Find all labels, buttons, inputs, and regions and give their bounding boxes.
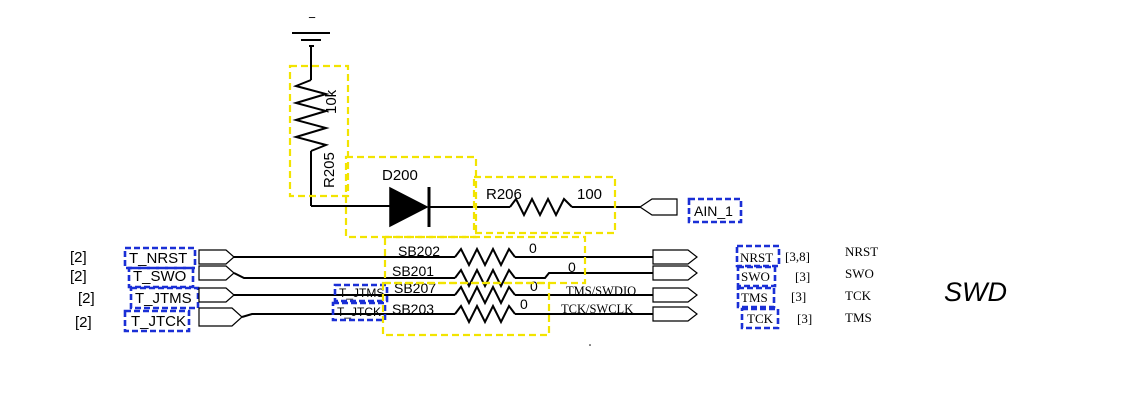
right-port-label-3: TMS xyxy=(741,290,768,305)
highlight-t-swo xyxy=(127,266,195,289)
right-port-shapes xyxy=(652,249,698,322)
left-ref-3: [2] xyxy=(78,290,95,307)
highlight-tck xyxy=(740,307,780,330)
solder-bridge-sb201: SB201 0 xyxy=(392,259,653,289)
left-ref-4: [2] xyxy=(75,314,92,331)
left-port-label-2: T_SWO xyxy=(133,268,186,285)
port-ain-1: AIN_1 xyxy=(638,198,733,219)
ground-label: − xyxy=(308,10,316,25)
net-label-swdio: TMS/SWDIO xyxy=(566,284,636,298)
highlight-mid-jtms xyxy=(333,283,389,303)
solder-bridge-sb203: SB203 0 xyxy=(392,296,653,325)
highlight-mid-jtck xyxy=(331,301,387,322)
right-ref-3: [3] xyxy=(791,289,806,304)
sb202-value: 0 xyxy=(529,240,537,256)
sb207-value: 0 xyxy=(530,278,538,294)
right-port-label-1: NRST xyxy=(740,250,773,265)
left-ref-1: [2] xyxy=(70,249,87,266)
left-port-label-3: T_JTMS xyxy=(135,290,192,307)
r206-name: R206 xyxy=(486,186,522,203)
highlight-sb207-sb203 xyxy=(381,281,551,337)
highlight-r206 xyxy=(472,175,617,235)
r206-value: 100 xyxy=(577,186,602,203)
sb203-value: 0 xyxy=(520,296,528,312)
solder-bridge-sb207: SB207 0 xyxy=(394,278,653,306)
right-signal-1: NRST xyxy=(845,244,878,259)
ain-port-label: AIN_1 xyxy=(694,203,733,219)
right-port-label-4: TCK xyxy=(747,311,774,326)
right-ref-1: [3,8] xyxy=(785,249,810,264)
highlight-ain-1 xyxy=(687,197,743,224)
resistor-r206: R206 100 xyxy=(486,186,640,218)
highlight-swo xyxy=(736,265,777,288)
mid-tag-jtms: T_JTMS xyxy=(339,286,384,300)
right-ref-2: [3] xyxy=(795,269,810,284)
right-signal-3: TCK xyxy=(845,288,872,303)
highlight-t-jtms xyxy=(129,286,200,310)
mid-tag-jtck: T_JTCK xyxy=(337,305,381,319)
d200-name: D200 xyxy=(382,167,418,184)
right-signal-2: SWO xyxy=(845,266,874,281)
sb207-name: SB207 xyxy=(394,280,436,296)
highlight-r205 xyxy=(288,64,350,198)
left-port-shapes xyxy=(198,249,243,327)
sb201-value: 0 xyxy=(568,259,576,275)
right-ref-4: [3] xyxy=(797,311,812,326)
highlight-tms xyxy=(736,286,776,309)
highlight-t-jtck xyxy=(123,309,191,333)
r205-value: 10k xyxy=(323,89,340,114)
stray-dot xyxy=(589,344,591,346)
section-title: SWD xyxy=(944,277,1007,307)
sb201-name: SB201 xyxy=(392,263,434,279)
diode-d200: D200 xyxy=(382,167,510,228)
resistor-r205: 10k R205 xyxy=(292,70,340,206)
net-label-swclk: TCK/SWCLK xyxy=(561,302,633,316)
ground-symbol: − xyxy=(292,10,330,70)
sb203-name: SB203 xyxy=(392,301,434,317)
right-signal-4: TMS xyxy=(845,310,872,325)
r205-name: R205 xyxy=(321,152,338,188)
right-port-label-2: SWO xyxy=(741,269,770,284)
solder-bridge-sb202: SB202 0 xyxy=(398,240,653,268)
sb202-name: SB202 xyxy=(398,243,440,259)
left-port-label-4: T_JTCK xyxy=(131,313,186,330)
left-port-label-1: T_NRST xyxy=(129,250,187,267)
left-ref-2: [2] xyxy=(70,268,87,285)
